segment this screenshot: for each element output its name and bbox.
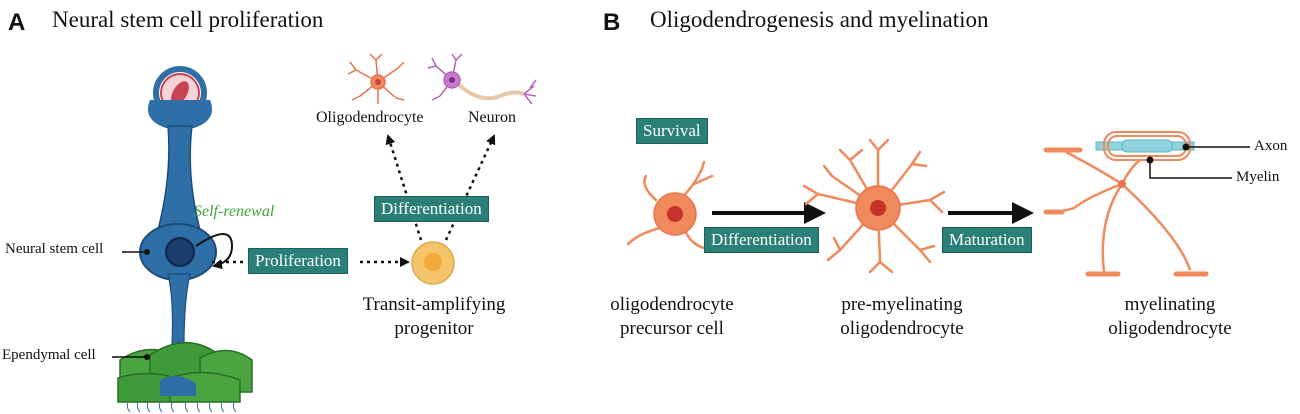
maturation-tag: Maturation [942, 227, 1032, 253]
progenitor-caption-line-1: Transit-amplifying [362, 294, 506, 315]
panel-a-title: Neural stem cell proliferation [52, 7, 324, 32]
transit-amplifying-progenitor-cell [411, 241, 455, 285]
opc-caption-line-1: oligodendrocyte [610, 294, 734, 315]
differentiation-tag-a: Differentiation [374, 196, 489, 222]
neural-stem-cell-illustration [139, 66, 234, 346]
ependymal-cell-layer [117, 341, 253, 413]
panel-b-letter: B [603, 9, 621, 36]
axon-label: Axon [1254, 138, 1288, 154]
pre-myelinating-oligodendrocyte-cell [802, 138, 946, 274]
progenitor-caption: Transit-amplifying progenitor [338, 293, 530, 341]
pre-myelinating-caption-line-2: oligodendrocyte [840, 318, 964, 339]
myelin-label: Myelin [1236, 169, 1280, 185]
myelinating-caption: myelinating oligodendrocyte [1080, 293, 1260, 341]
neuron-label: Neuron [468, 109, 516, 126]
survival-tag: Survival [636, 118, 708, 144]
progenitor-caption-line-2: progenitor [394, 318, 474, 339]
ependymal-cell-label: Ependymal cell [2, 347, 96, 363]
oligodendrocyte-label: Oligodendrocyte [316, 109, 424, 126]
proliferation-tag: Proliferation [248, 248, 348, 274]
myelinating-caption-line-1: myelinating [1124, 294, 1216, 315]
myelinating-caption-line-2: oligodendrocyte [1108, 318, 1232, 339]
pre-myelinating-caption-line-1: pre-myelinating [841, 294, 963, 315]
self-renewal-label: Self-renewal [194, 203, 275, 220]
neuron-icon [427, 53, 537, 105]
opc-caption-line-2: precursor cell [620, 318, 724, 339]
opc-cell [626, 160, 714, 250]
panel-a-letter: A [8, 9, 26, 36]
neural-stem-cell-label: Neural stem cell [5, 241, 104, 257]
panel-b-title: Oligodendrogenesis and myelination [650, 7, 989, 32]
oligodendrocyte-icon [347, 53, 405, 104]
opc-caption: oligodendrocyte precursor cell [586, 293, 758, 341]
pre-myelinating-caption: pre-myelinating oligodendrocyte [812, 293, 992, 341]
myelinating-oligodendrocyte-cell [1043, 131, 1250, 277]
differentiation-tag-b: Differentiation [704, 227, 819, 253]
